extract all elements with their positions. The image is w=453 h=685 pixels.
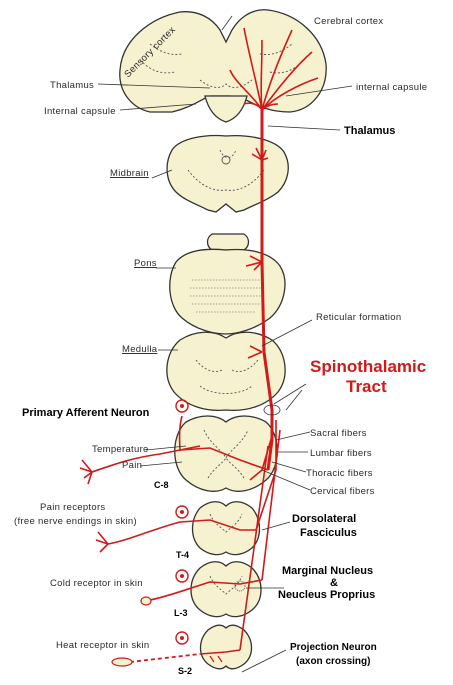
pain-receptors-label-2: (free nerve endings in skin) (14, 516, 137, 527)
temperature-label: Temperature (92, 444, 149, 455)
pointer-lines (97, 15, 353, 673)
spinothalamic-tract (239, 110, 281, 651)
segment-t4-label: T-4 (176, 550, 189, 560)
dorsolateral-label-2: Fasciculus (300, 527, 357, 539)
pain-label: Pain (122, 460, 142, 471)
thoracic-fibers-label: Thoracic fibers (306, 468, 373, 479)
thalamus-bold-label: Thalamus (344, 125, 395, 137)
cold-receptor-label: Cold receptor in skin (50, 578, 143, 589)
medulla-label: Medulla (122, 344, 158, 355)
pons-label: Pons (134, 258, 157, 269)
brain-section (119, 9, 327, 123)
tract-title-line2: Tract (346, 377, 387, 396)
lumbar-fibers-label: Lumbar fibers (310, 448, 372, 459)
afferent-fibers (79, 399, 269, 667)
spinal-l3-section (190, 561, 262, 618)
segment-l3-label: L-3 (174, 608, 188, 618)
projection-neuron-label-1: Projection Neuron (290, 642, 377, 653)
medulla-section (166, 331, 286, 412)
marginal-nucleus-label-3: Neucleus Proprius (278, 589, 375, 601)
midbrain-section (166, 134, 289, 213)
internal-capsule-right-label: internal capsule (356, 82, 427, 93)
projection-neuron-label-2: (axon crossing) (296, 656, 370, 667)
midbrain-label: Midbrain (110, 168, 149, 179)
marginal-nucleus-label-1: Marginal Nucleus (282, 565, 373, 577)
segment-c8-label: C-8 (154, 480, 169, 490)
cerebral-cortex-label: Cerebral cortex (314, 16, 383, 27)
spinal-t4-section (191, 501, 261, 556)
thalamus-left-label: Thalamus (50, 80, 94, 91)
pain-receptors-label-1: Pain receptors (40, 502, 105, 513)
tract-title-line1: Spinothalamic (310, 357, 426, 376)
segment-s2-label: S-2 (178, 666, 192, 676)
dorsolateral-label-1: Dorsolateral (292, 513, 356, 525)
spinal-s2-section (199, 624, 253, 670)
pons-section (169, 233, 286, 335)
reticular-formation-label: Reticular formation (316, 312, 401, 323)
marginal-nucleus-label-2: & (330, 577, 338, 589)
internal-capsule-left-label: Internal capsule (44, 106, 116, 117)
cervical-fibers-label: Cervical fibers (310, 486, 375, 497)
heat-receptor-label: Heat receptor in skin (56, 640, 149, 651)
primary-afferent-label: Primary Afferent Neuron (22, 407, 150, 419)
sacral-fibers-label: Sacral fibers (310, 428, 367, 439)
